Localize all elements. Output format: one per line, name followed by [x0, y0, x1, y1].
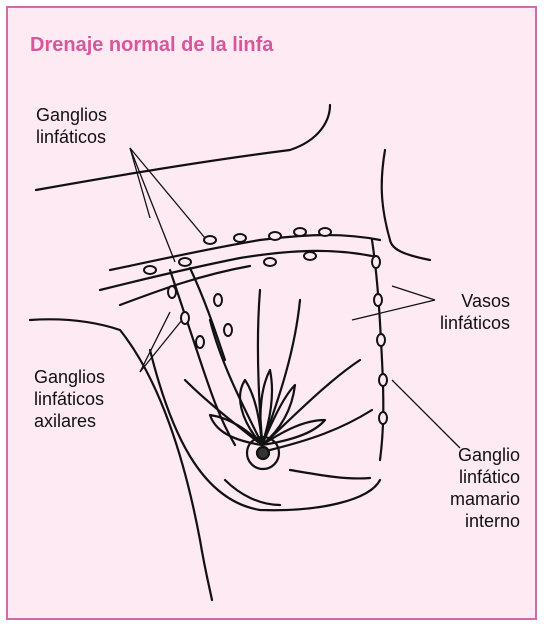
label-vasos-linfaticos: Vasos linfáticos — [424, 290, 510, 334]
upper-lymph-vessels-2 — [100, 251, 372, 290]
breast-outline — [150, 350, 380, 510]
label-ganglios-axilares: Ganglios linfáticos axilares — [34, 366, 105, 432]
label-ganglio-mamario-interno: Ganglio linfático mamario interno — [430, 444, 520, 532]
upper-lymph-vessels-3 — [120, 266, 250, 305]
internal-mammary-chain — [372, 240, 383, 460]
neck-contour — [382, 150, 430, 260]
arm-contour — [30, 319, 212, 600]
lymph-nodes — [144, 228, 387, 424]
label-ganglios-linfaticos: Ganglios linfáticos — [36, 104, 107, 148]
